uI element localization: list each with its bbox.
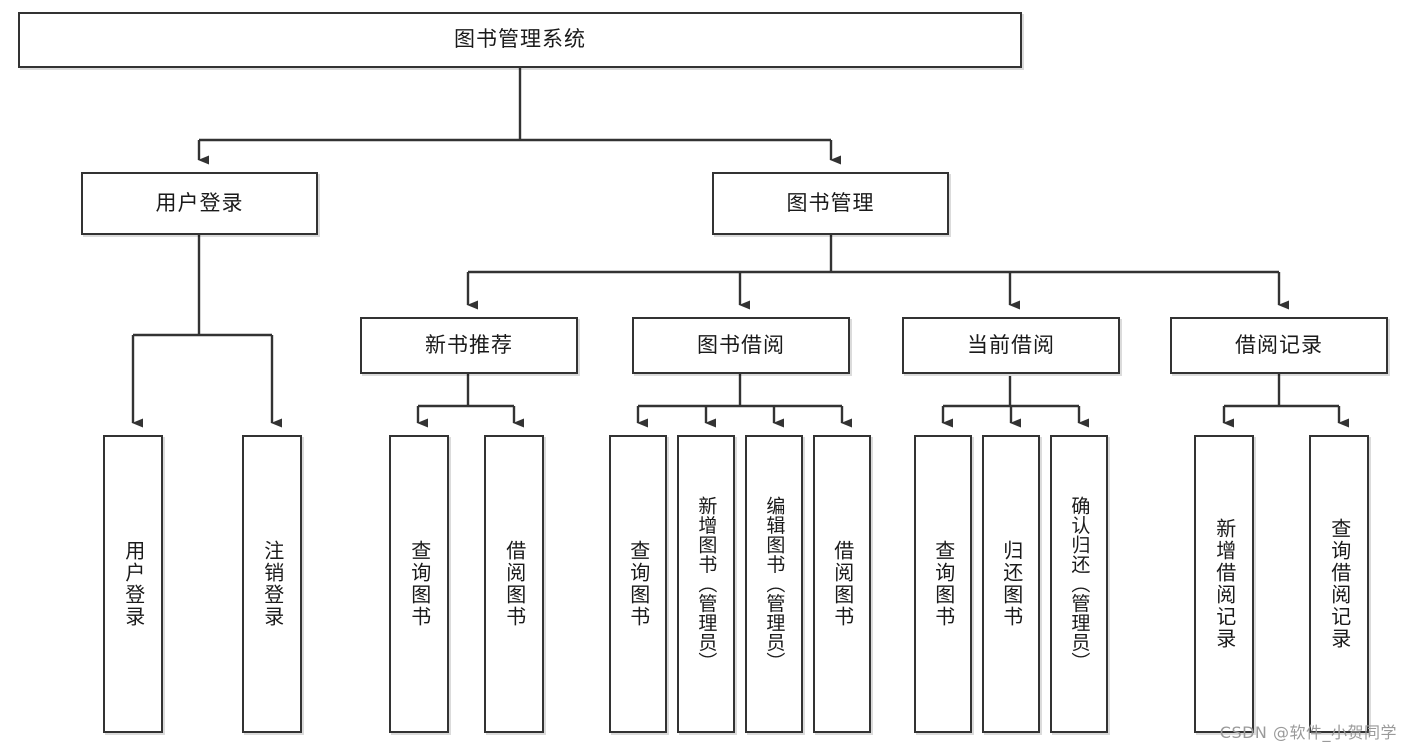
- node-level1-user-login[interactable]: 用户登录: [81, 172, 318, 235]
- leaf-query-book-borrow[interactable]: 查询图书: [609, 435, 667, 733]
- leaf-label: 借阅图书: [830, 540, 855, 628]
- node-root[interactable]: 图书管理系统: [18, 12, 1022, 68]
- node-label: 借阅记录: [1235, 332, 1323, 357]
- node-label: 图书管理: [786, 190, 875, 215]
- watermark: CSDN @软件_小贺同学: [1219, 723, 1397, 742]
- leaf-add-borrow-record[interactable]: 新增借阅记录: [1194, 435, 1254, 733]
- leaf-label: 用户登录: [121, 540, 146, 628]
- leaf-label: 新增图书（管理员）: [695, 496, 718, 672]
- leaf-label: 确认归还（管理员）: [1068, 496, 1091, 672]
- leaf-confirm-return-admin[interactable]: 确认归还（管理员）: [1050, 435, 1108, 733]
- node-level2-book-borrow[interactable]: 图书借阅: [632, 317, 850, 374]
- leaf-label: 查询图书: [626, 540, 651, 628]
- leaf-borrow-book-recommend[interactable]: 借阅图书: [484, 435, 544, 733]
- leaf-label: 归还图书: [999, 540, 1024, 628]
- node-level2-borrow-record[interactable]: 借阅记录: [1170, 317, 1388, 374]
- node-label: 图书借阅: [697, 332, 785, 357]
- leaf-label: 借阅图书: [502, 540, 527, 628]
- leaf-borrow-book[interactable]: 借阅图书: [813, 435, 871, 733]
- leaf-label: 注销登录: [260, 540, 285, 628]
- leaf-query-book-recommend[interactable]: 查询图书: [389, 435, 449, 733]
- leaf-logout[interactable]: 注销登录: [242, 435, 302, 733]
- leaf-add-book-admin[interactable]: 新增图书（管理员）: [677, 435, 735, 733]
- node-label: 新书推荐: [425, 332, 513, 357]
- node-level1-book-management[interactable]: 图书管理: [712, 172, 949, 235]
- node-level2-current-borrow[interactable]: 当前借阅: [902, 317, 1120, 374]
- node-label: 图书管理系统: [454, 27, 586, 52]
- leaf-label: 查询图书: [931, 540, 956, 628]
- node-label: 用户登录: [155, 190, 244, 215]
- leaf-query-book-current[interactable]: 查询图书: [914, 435, 972, 733]
- leaf-label: 新增借阅记录: [1212, 518, 1237, 650]
- leaf-label: 查询图书: [407, 540, 432, 628]
- leaf-return-book[interactable]: 归还图书: [982, 435, 1040, 733]
- leaf-query-borrow-record[interactable]: 查询借阅记录: [1309, 435, 1369, 733]
- leaf-edit-book-admin[interactable]: 编辑图书（管理员）: [745, 435, 803, 733]
- node-level2-new-book-recommend[interactable]: 新书推荐: [360, 317, 578, 374]
- node-label: 当前借阅: [967, 332, 1055, 357]
- leaf-label: 查询借阅记录: [1327, 518, 1352, 650]
- leaf-label: 编辑图书（管理员）: [763, 496, 786, 672]
- leaf-user-login[interactable]: 用户登录: [103, 435, 163, 733]
